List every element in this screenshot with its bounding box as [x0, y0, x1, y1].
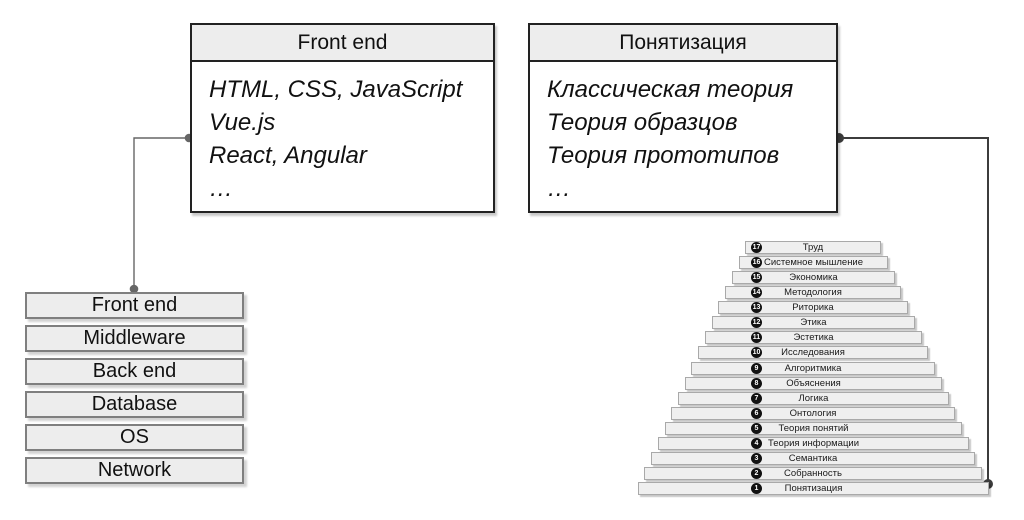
pyramid-layer-7: 7 Логика: [678, 392, 949, 405]
pyramid-layer-label: Риторика: [792, 302, 834, 313]
conceptualization-card-line: Теория прототипов: [547, 142, 780, 169]
pyramid-layer-label: Алгоритмика: [784, 363, 842, 374]
conceptualization-card-line: Теория образцов: [547, 109, 738, 136]
conceptualization-card-title: Понятизация: [530, 25, 836, 62]
pyramid-layer-label: Объяснения: [786, 378, 841, 389]
pyramid-layer-number: 9: [751, 363, 762, 374]
pyramid-layer-number: 13: [751, 302, 762, 313]
frontend-card-line: Vue.js: [209, 109, 276, 136]
stack-item-front-end: Front end: [25, 292, 244, 319]
pyramid-layer-12: 12 Этика: [712, 316, 915, 329]
conceptualization-card-body: Классическая теория Теория образцов Теор…: [530, 62, 836, 205]
frontend-card-line: React, Angular: [209, 142, 367, 169]
pyramid-layer-number: 8: [751, 378, 762, 389]
stack-item-middleware: Middleware: [25, 325, 244, 352]
pyramid-layer-number: 1: [751, 483, 762, 494]
connector-left: [133, 137, 189, 290]
frontend-card-title: Front end: [192, 25, 493, 62]
pyramid-layer-number: 15: [751, 272, 762, 283]
pyramid-layer-number: 5: [751, 423, 762, 434]
pyramid-layer-number: 6: [751, 408, 762, 419]
pyramid-layer-9: 9 Алгоритмика: [691, 362, 935, 375]
pyramid-layer-number: 16: [751, 257, 762, 268]
pyramid-layer-17: 17 Труд: [745, 241, 881, 254]
pyramid-layer-10: 10 Исследования: [698, 346, 928, 359]
pyramid-layer-3: 3 Семантика: [651, 452, 975, 465]
pyramid-layer-label: Логика: [798, 393, 829, 404]
conceptualization-card: Понятизация Классическая теория Теория о…: [528, 23, 838, 213]
pyramid-layer-11: 11 Эстетика: [705, 331, 922, 344]
pyramid-layer-13: 13 Риторика: [718, 301, 908, 314]
pyramid-layer-5: 5 Теория понятий: [665, 422, 962, 435]
pyramid-layer-4: 4 Теория информации: [658, 437, 969, 450]
pyramid-layer-label: Теория понятий: [778, 423, 849, 434]
stack-item-network: Network: [25, 457, 244, 484]
stack-item-database: Database: [25, 391, 244, 418]
conceptualization-card-line: Классическая теория: [547, 76, 794, 103]
conceptualization-card-line: …: [547, 175, 571, 202]
pyramid-layer-number: 2: [751, 468, 762, 479]
frontend-card-body: HTML, CSS, JavaScript Vue.js React, Angu…: [192, 62, 493, 205]
stack-item-back-end: Back end: [25, 358, 244, 385]
pyramid-layer-label: Экономика: [789, 272, 838, 283]
pyramid-layer-number: 11: [751, 332, 762, 343]
frontend-card-line: …: [209, 175, 233, 202]
pyramid-layer-label: Собранность: [784, 468, 842, 479]
stack-item-os: OS: [25, 424, 244, 451]
pyramid-layer-label: Понятизация: [784, 483, 843, 494]
pyramid-layer-14: 14 Методология: [725, 286, 901, 299]
pyramid-layer-15: 15 Экономика: [732, 271, 895, 284]
pyramid-layer-label: Системное мышление: [763, 257, 864, 268]
frontend-card-line: HTML, CSS, JavaScript: [209, 76, 463, 103]
pyramid-layer-label: Методология: [784, 287, 842, 298]
frontend-card: Front end HTML, CSS, JavaScript Vue.js R…: [190, 23, 495, 213]
pyramid-layer-label: Семантика: [788, 453, 838, 464]
pyramid-layer-number: 14: [751, 287, 762, 298]
pyramid-layer-1: 1 Понятизация: [638, 482, 989, 495]
pyramid-layer-number: 3: [751, 453, 762, 464]
pyramid-layer-label: Онтология: [789, 408, 837, 419]
pyramid-layer-label: Эстетика: [793, 332, 834, 343]
pyramid-layer-label: Теория информации: [767, 438, 859, 449]
pyramid-layer-label: Исследования: [781, 347, 845, 358]
pyramid-layer-number: 12: [751, 317, 762, 328]
pyramid-layer-label: Этика: [800, 317, 827, 328]
pyramid-layer-number: 17: [751, 242, 762, 253]
pyramid-layer-number: 7: [751, 393, 762, 404]
pyramid-layer-6: 6 Онтология: [671, 407, 955, 420]
pyramid-layer-number: 4: [751, 438, 762, 449]
pyramid-layer-2: 2 Собранность: [644, 467, 982, 480]
pyramid-layer-label: Труд: [802, 242, 824, 253]
pyramid-layer-number: 10: [751, 347, 762, 358]
pyramid-layer-8: 8 Объяснения: [685, 377, 942, 390]
